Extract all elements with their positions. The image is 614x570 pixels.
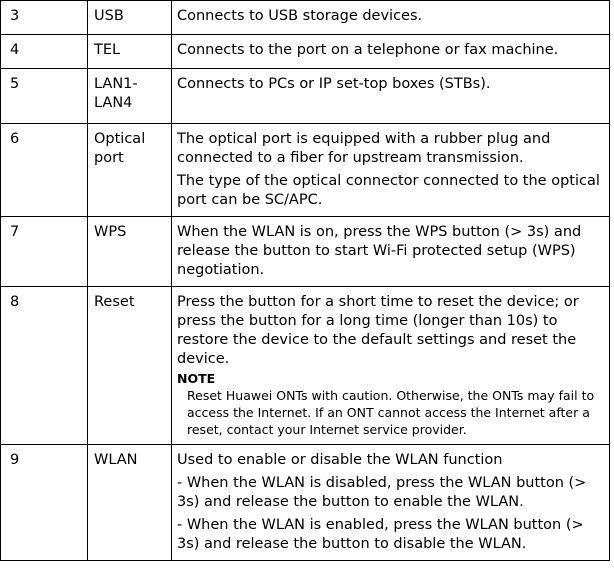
description-text: Connects to the port on a telephone or f… <box>177 42 559 58</box>
port-number: 6 <box>0 123 88 217</box>
port-description: Connects to USB storage devices. <box>171 0 610 35</box>
port-number: 7 <box>0 216 88 287</box>
port-number: 5 <box>0 68 88 124</box>
table-row: 6 Optical port The optical port is equip… <box>0 123 610 217</box>
description-text: Press the button for a short time to res… <box>177 294 579 367</box>
port-description: When the WLAN is on, press the WPS butto… <box>171 216 610 287</box>
table-row: 4 TEL Connects to the port on a telephon… <box>0 34 610 69</box>
table-row: 8 Reset Press the button for a short tim… <box>0 286 610 445</box>
port-description: The optical port is equipped with a rubb… <box>171 123 610 217</box>
port-number: 8 <box>0 286 88 445</box>
port-description: Used to enable or disable the WLAN funct… <box>171 444 610 561</box>
description-text: - When the WLAN is enabled, press the WL… <box>177 517 584 552</box>
port-name: Optical port <box>87 123 172 217</box>
port-number: 4 <box>0 34 88 69</box>
table-row: 7 WPS When the WLAN is on, press the WPS… <box>0 216 610 287</box>
port-name: USB <box>87 0 172 35</box>
note-title: NOTE <box>177 371 216 386</box>
port-name: LAN1-LAN4 <box>87 68 172 124</box>
description-text: - When the WLAN is disabled, press the W… <box>177 475 587 510</box>
port-description: Connects to the port on a telephone or f… <box>171 34 610 69</box>
port-description-table: 3 USB Connects to USB storage devices. 4… <box>0 0 610 561</box>
port-name: TEL <box>87 34 172 69</box>
port-name: WLAN <box>87 444 172 561</box>
description-text: When the WLAN is on, press the WPS butto… <box>177 224 582 278</box>
description-text: The type of the optical connector connec… <box>177 173 600 208</box>
table-row: 9 WLAN Used to enable or disable the WLA… <box>0 444 610 561</box>
description-text: Used to enable or disable the WLAN funct… <box>177 452 503 468</box>
port-description: Connects to PCs or IP set-top boxes (STB… <box>171 68 610 124</box>
description-text: Connects to PCs or IP set-top boxes (STB… <box>177 76 491 92</box>
description-text: Connects to USB storage devices. <box>177 8 423 24</box>
table-row: 5 LAN1-LAN4 Connects to PCs or IP set-to… <box>0 68 610 124</box>
port-name: WPS <box>87 216 172 287</box>
port-name: Reset <box>87 286 172 445</box>
note-text: Reset Huawei ONTs with caution. Otherwis… <box>187 388 595 437</box>
port-number: 9 <box>0 444 88 561</box>
port-number: 3 <box>0 0 88 35</box>
table-row: 3 USB Connects to USB storage devices. <box>0 0 610 35</box>
description-text: The optical port is equipped with a rubb… <box>177 131 551 166</box>
port-description: Press the button for a short time to res… <box>171 286 610 445</box>
